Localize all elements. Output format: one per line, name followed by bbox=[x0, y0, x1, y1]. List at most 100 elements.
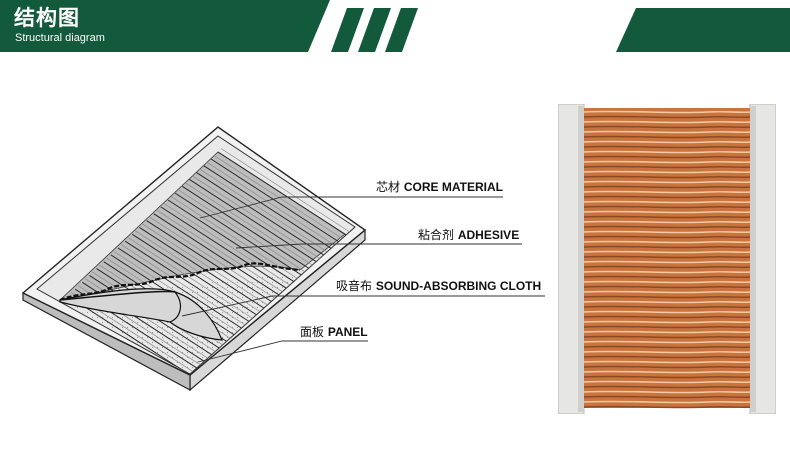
photo-wave-shadow bbox=[583, 195, 751, 199]
photo-wave-shadow bbox=[583, 165, 751, 169]
photo-wave-highlight bbox=[583, 320, 751, 324]
photo-wave-shadow bbox=[583, 235, 751, 239]
label-sound-absorbing-cloth-cn: 吸音布 bbox=[336, 279, 373, 293]
photo-wave-shadow bbox=[583, 205, 751, 209]
photo-wave-shadow bbox=[583, 115, 751, 119]
photo-wave-shadow bbox=[583, 265, 751, 269]
photo-wave-highlight bbox=[583, 350, 751, 354]
label-adhesive: 粘合剂 ADHESIVE bbox=[418, 228, 519, 242]
photo-wave-shadow bbox=[583, 285, 751, 289]
header-main-band bbox=[0, 0, 330, 52]
photo-wave-highlight bbox=[583, 160, 751, 164]
label-sound-absorbing-cloth-en: SOUND-ABSORBING CLOTH bbox=[375, 279, 542, 293]
photo-wave-shadow bbox=[583, 385, 751, 389]
photo-wave-highlight bbox=[583, 200, 751, 204]
panel-structure-diagram bbox=[21, 126, 545, 392]
label-core-material-en: CORE MATERIAL bbox=[403, 180, 503, 194]
photo-wave-highlight bbox=[583, 300, 751, 304]
core-flute-line bbox=[196, 172, 355, 298]
photo-wave-highlight bbox=[583, 310, 751, 314]
photo-wave-shadow bbox=[583, 215, 751, 219]
photo-wave-highlight bbox=[583, 110, 751, 114]
core-flute-line bbox=[67, 295, 260, 374]
core-flute-highlight bbox=[220, 148, 355, 273]
photo-wave-shadow bbox=[583, 295, 751, 299]
photo-wave-highlight bbox=[583, 290, 751, 294]
photo-wave-shadow bbox=[583, 305, 751, 309]
photo-wave-shadow bbox=[583, 365, 751, 369]
photo-wave-highlight bbox=[583, 150, 751, 154]
label-sound-absorbing-cloth: 吸音布 SOUND-ABSORBING CLOTH bbox=[336, 279, 541, 293]
photo-wave-shadow bbox=[583, 145, 751, 149]
photo-wave-highlight bbox=[583, 360, 751, 364]
leader-sound-absorbing-cloth bbox=[181, 295, 545, 317]
leader-adhesive bbox=[235, 243, 522, 249]
label-core-material-cn: 芯材 bbox=[376, 180, 401, 194]
photo-wave-shadow bbox=[583, 405, 751, 409]
photo-wave-highlight bbox=[583, 250, 751, 254]
photo-wave-highlight bbox=[583, 180, 751, 184]
core-flute-highlight bbox=[206, 161, 355, 287]
photo-wave-highlight bbox=[583, 120, 751, 124]
photo-wave-highlight bbox=[583, 190, 751, 194]
photo-wave-highlight bbox=[583, 390, 751, 394]
leader-panel bbox=[197, 340, 368, 363]
leader-core-material bbox=[199, 196, 503, 219]
photo-wave-highlight bbox=[583, 220, 751, 224]
photo-wave-shadow bbox=[583, 325, 751, 329]
page-subtitle: Structural diagram bbox=[15, 32, 105, 44]
header-stripe-3 bbox=[385, 8, 418, 52]
photo-wave-shadow bbox=[583, 255, 751, 259]
core-flute-line bbox=[203, 165, 355, 291]
label-panel: 面板 PANEL bbox=[300, 325, 368, 339]
core-flute-highlight bbox=[199, 168, 355, 294]
photo-wave-shadow bbox=[583, 135, 751, 139]
label-panel-cn: 面板 bbox=[300, 325, 325, 339]
photo-wave-shadow bbox=[583, 185, 751, 189]
photo-wave-shadow bbox=[583, 345, 751, 349]
header-banner bbox=[0, 0, 790, 52]
label-panel-en: PANEL bbox=[327, 325, 368, 339]
photo-wave-shadow bbox=[583, 335, 751, 339]
photo-wave-highlight bbox=[583, 210, 751, 214]
photo-wave-highlight bbox=[583, 280, 751, 284]
photo-wave-shadow bbox=[583, 155, 751, 159]
product-photo bbox=[558, 104, 776, 414]
label-adhesive-cn: 粘合剂 bbox=[418, 228, 455, 242]
photo-wave-highlight bbox=[583, 330, 751, 334]
photo-wave-highlight bbox=[583, 240, 751, 244]
photo-wave-highlight bbox=[583, 370, 751, 374]
photo-wave-shadow bbox=[583, 395, 751, 399]
photo-wave-shadow bbox=[583, 315, 751, 319]
photo-wave-highlight bbox=[583, 260, 751, 264]
photo-wave-highlight bbox=[583, 230, 751, 234]
core-flute-line bbox=[210, 158, 355, 284]
photo-wave-shadow bbox=[583, 375, 751, 379]
core-flute-line bbox=[217, 151, 355, 277]
photo-frame-inner-left bbox=[578, 106, 584, 412]
leader-lines bbox=[181, 196, 545, 363]
photo-wave-highlight bbox=[583, 340, 751, 344]
photo-core-corrugations bbox=[583, 110, 751, 409]
header-stripe-2 bbox=[358, 8, 391, 52]
photo-wave-highlight bbox=[583, 400, 751, 404]
page-title: 结构图 bbox=[14, 6, 80, 30]
header-right-band bbox=[616, 8, 790, 52]
photo-wave-shadow bbox=[583, 175, 751, 179]
photo-wave-shadow bbox=[583, 275, 751, 279]
photo-wave-shadow bbox=[583, 225, 751, 229]
core-flute-highlight bbox=[213, 155, 355, 280]
photo-wave-highlight bbox=[583, 270, 751, 274]
label-core-material: 芯材 CORE MATERIAL bbox=[376, 180, 503, 194]
photo-wave-highlight bbox=[583, 130, 751, 134]
core-flute-highlight bbox=[70, 292, 263, 374]
label-adhesive-en: ADHESIVE bbox=[457, 228, 520, 242]
photo-wave-highlight bbox=[583, 140, 751, 144]
photo-wave-shadow bbox=[583, 245, 751, 249]
photo-wave-highlight bbox=[583, 380, 751, 384]
photo-wave-shadow bbox=[583, 355, 751, 359]
photo-wave-shadow bbox=[583, 125, 751, 129]
photo-wave-highlight bbox=[583, 170, 751, 174]
photo-frame-inner-right bbox=[750, 106, 756, 412]
sound-absorbing-cloth bbox=[59, 288, 223, 341]
